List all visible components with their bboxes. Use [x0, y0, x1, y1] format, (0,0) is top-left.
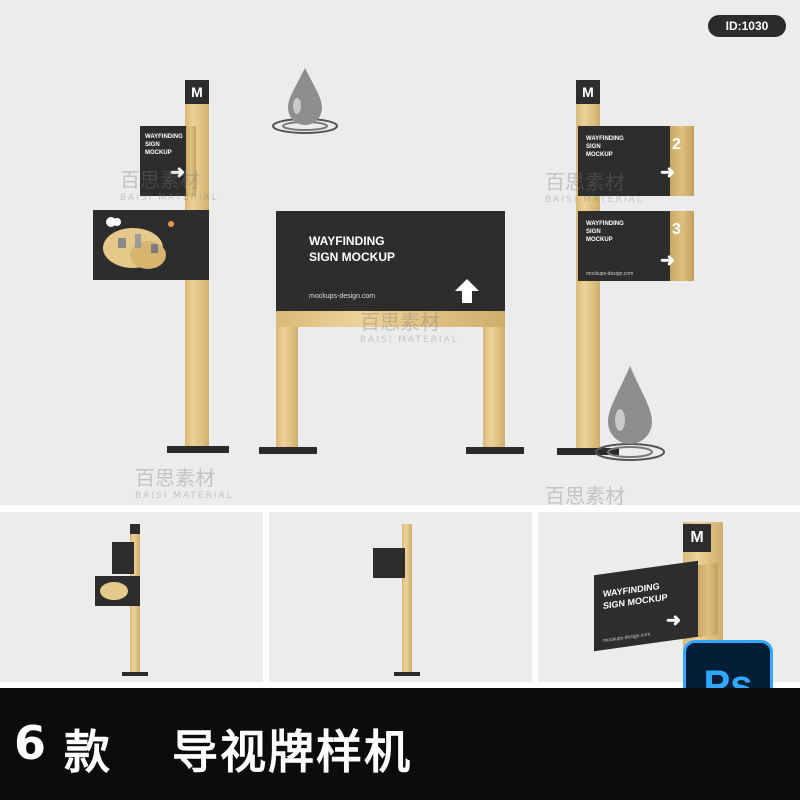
- thumb-panel-2: [269, 512, 532, 682]
- up-arrow-icon: [455, 279, 479, 303]
- water-drop-icon: [272, 68, 338, 134]
- thumb2-post: [402, 524, 412, 674]
- watermark: 百思素材 BAISI MATERIAL: [360, 310, 459, 345]
- sign-number: 3: [672, 221, 681, 238]
- small-sign-line1: WAYFINDING: [586, 136, 624, 142]
- right-lower-sign: WAYFINDING SIGN MOCKUP mockups-design.co…: [578, 211, 670, 281]
- logo-m-icon: M: [582, 84, 594, 100]
- thumb3-tab: [698, 562, 718, 638]
- logo-m-icon: M: [191, 84, 203, 100]
- bottom-title-bar: 6 款 导视牌样机: [0, 688, 800, 800]
- right-arrow-icon: ➜: [660, 162, 676, 182]
- water-drop-icon: [595, 366, 665, 461]
- right-upper-sign: WAYFINDING SIGN MOCKUP: [578, 126, 670, 196]
- small-sign-line3: MOCKUP: [145, 149, 172, 156]
- logo-m-icon: M: [690, 529, 704, 546]
- small-sign-line1: WAYFINDING: [145, 134, 183, 140]
- right-arrow-icon: ➜: [170, 162, 186, 182]
- center-base-left: [259, 447, 317, 454]
- thumb2-sign: [373, 548, 405, 578]
- left-upper-sign: WAYFINDING SIGN MOCKUP: [140, 126, 186, 196]
- thumb1-base: [122, 672, 148, 676]
- small-sign-line2: SIGN: [586, 143, 601, 150]
- thumb1-upper-sign: [112, 542, 134, 574]
- center-post-left: [276, 327, 298, 450]
- center-post-right: [483, 327, 505, 450]
- thumb3-sign: WAYFINDING SIGN MOCKUP mockups-design.co…: [594, 560, 698, 652]
- center-base-right: [466, 447, 524, 454]
- center-sign-crossbar: [276, 311, 505, 327]
- small-sign-line3: MOCKUP: [586, 236, 613, 243]
- center-sign: WAYFINDING SIGN MOCKUP mockups-design.co…: [276, 211, 505, 311]
- small-sign-line2: SIGN: [145, 141, 160, 148]
- bottom-count: 6: [14, 716, 49, 770]
- city-map-illustration-icon: [103, 217, 174, 269]
- left-post-base: [167, 446, 229, 453]
- left-post-logo: M: [185, 80, 209, 104]
- thumb3-logo: M: [683, 524, 711, 552]
- thumb1-map-sign: [95, 576, 140, 606]
- thumb2-base: [394, 672, 420, 676]
- small-sign-line1: WAYFINDING: [586, 221, 624, 227]
- bottom-title: 导视牌样机: [172, 725, 412, 779]
- bottom-measure: 款: [64, 725, 112, 779]
- watermark: 百思素材 BAISI MATERIAL: [120, 168, 219, 203]
- right-upper-sign-tab: 2: [670, 126, 694, 196]
- id-badge: ID:1030: [708, 15, 786, 37]
- right-lower-sign-url: mockups-design.com: [586, 271, 634, 277]
- watermark: 百思素材 BAISI MATERIAL: [545, 170, 644, 205]
- center-sign-url: mockups-design.com: [309, 293, 376, 300]
- left-map-sign: [93, 210, 209, 280]
- right-arrow-icon: ➜: [660, 250, 676, 270]
- watermark: 百思素材 BAISI MATERIAL: [135, 466, 234, 501]
- thumb-panel-1: [0, 512, 263, 682]
- left-upper-sign-tab: [186, 126, 196, 196]
- sign-number: 2: [672, 136, 681, 153]
- right-post-logo: M: [576, 80, 600, 104]
- small-sign-line3: MOCKUP: [586, 151, 613, 158]
- small-sign-line2: SIGN: [586, 228, 601, 235]
- right-arrow-icon: ➜: [666, 610, 682, 630]
- thumb1-logo: [130, 524, 140, 534]
- center-sign-title-line2: SIGN MOCKUP: [309, 250, 396, 265]
- center-sign-title-line1: WAYFINDING: [309, 234, 385, 248]
- watermark: 百思素材: [545, 484, 625, 508]
- right-lower-sign-tab: 3: [670, 211, 694, 281]
- thumb3-sign-url: mockups-design.com: [603, 631, 651, 645]
- right-post-base: [557, 448, 619, 455]
